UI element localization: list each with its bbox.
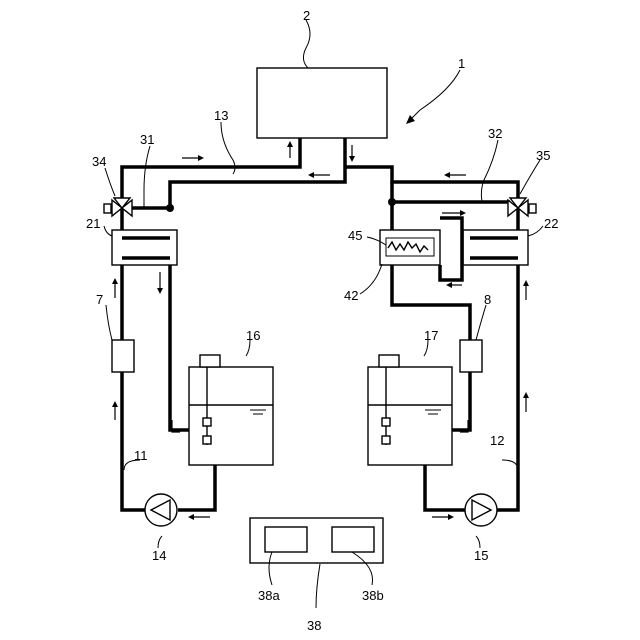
valve-right (508, 198, 536, 216)
label-hx-right: 22 (544, 216, 558, 231)
label-controller-b: 38b (362, 588, 384, 603)
pump-right (465, 494, 497, 526)
junction-right (388, 198, 396, 206)
filter-left (112, 340, 134, 372)
label-circuit-left: 11 (134, 448, 148, 463)
label-bypass-left: 31 (140, 132, 154, 147)
label-filter-right: 8 (484, 292, 491, 307)
label-heater-core: 45 (348, 228, 362, 243)
label-hx-left: 21 (86, 216, 100, 231)
tank-left-outlet (178, 465, 215, 510)
tank-right-outlet (425, 465, 465, 510)
flow-arrows (112, 141, 529, 520)
filter-right (460, 340, 482, 372)
label-pump-left: 14 (152, 548, 166, 563)
circuit-left-return (170, 265, 190, 430)
label-system: 1 (458, 56, 465, 71)
label-controller-a: 38a (258, 588, 280, 603)
label-circuit-right: 12 (490, 433, 504, 448)
label-filter-left: 7 (96, 292, 103, 307)
heater-core (386, 238, 434, 256)
supply-pipe-right (345, 167, 518, 230)
label-main-pipe: 13 (214, 108, 228, 123)
label-heater-unit: 42 (344, 288, 358, 303)
heater-loop (440, 218, 462, 280)
circuit-right-upper (497, 265, 518, 510)
controller (250, 518, 383, 563)
pump-left (145, 494, 177, 526)
return-pipe-left (170, 138, 345, 210)
load-box (257, 68, 387, 138)
valve-left (104, 198, 132, 216)
label-tank-right: 17 (424, 328, 438, 343)
tank-left (189, 355, 273, 465)
label-controller: 38 (307, 618, 321, 633)
label-load: 2 (303, 8, 310, 23)
label-pump-right: 15 (474, 548, 488, 563)
label-valve-left: 34 (92, 154, 106, 169)
junction-left (166, 204, 174, 212)
circuit-right-return (452, 372, 470, 430)
label-valve-right: 35 (536, 148, 550, 163)
circuit-left-lower (122, 372, 145, 510)
label-tank-left: 16 (246, 328, 260, 343)
tank-right (368, 355, 452, 465)
label-bypass-right: 32 (488, 126, 502, 141)
